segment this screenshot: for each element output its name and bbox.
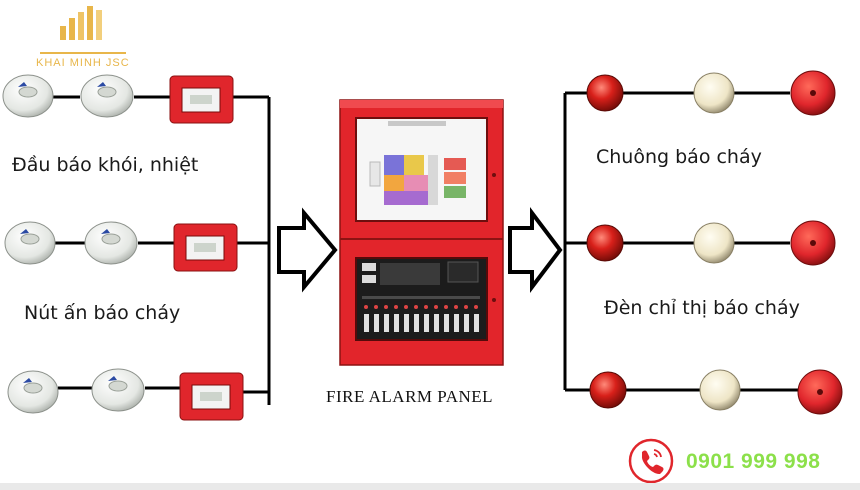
indicator-lamp: [693, 222, 735, 264]
output-arrow: [508, 207, 563, 293]
heat-detector: [80, 74, 134, 118]
indicator-light-label: Đèn chỉ thị báo cháy: [604, 297, 800, 319]
manual-call-point: [179, 372, 244, 421]
strobe-light: [586, 74, 624, 112]
manual-call-point: [169, 75, 234, 124]
heat-detector: [84, 221, 138, 265]
heat-detector: [91, 368, 145, 412]
fire-bell: [797, 369, 843, 415]
bottom-divider: [0, 483, 860, 490]
fire-bell: [790, 70, 836, 116]
strobe-light: [586, 224, 624, 262]
hotline-number[interactable]: 0901 999 998: [686, 450, 821, 473]
smoke-detector: [7, 370, 59, 414]
output-wiring: [563, 91, 798, 392]
input-arrow: [277, 207, 338, 293]
smoke-heat-detector-label: Đầu báo khói, nhiệt: [12, 154, 199, 176]
manual-call-point-label: Nút ấn báo cháy: [24, 302, 181, 324]
panel-label: FIRE ALARM PANEL: [326, 387, 494, 406]
indicator-lamp: [693, 72, 735, 114]
input-wiring: [52, 95, 271, 405]
fire-bell-label: Chuông báo cháy: [596, 146, 762, 168]
phone-icon[interactable]: [628, 438, 674, 484]
smoke-detector: [4, 221, 56, 265]
manual-call-point: [173, 223, 238, 272]
brand-name: KHAI MINH JSC: [36, 57, 130, 69]
strobe-light: [589, 371, 627, 409]
brand-logo: [40, 6, 126, 54]
smoke-detector: [2, 74, 54, 118]
indicator-lamp: [699, 369, 741, 411]
fire-alarm-panel: [339, 99, 504, 366]
fire-bell: [790, 220, 836, 266]
